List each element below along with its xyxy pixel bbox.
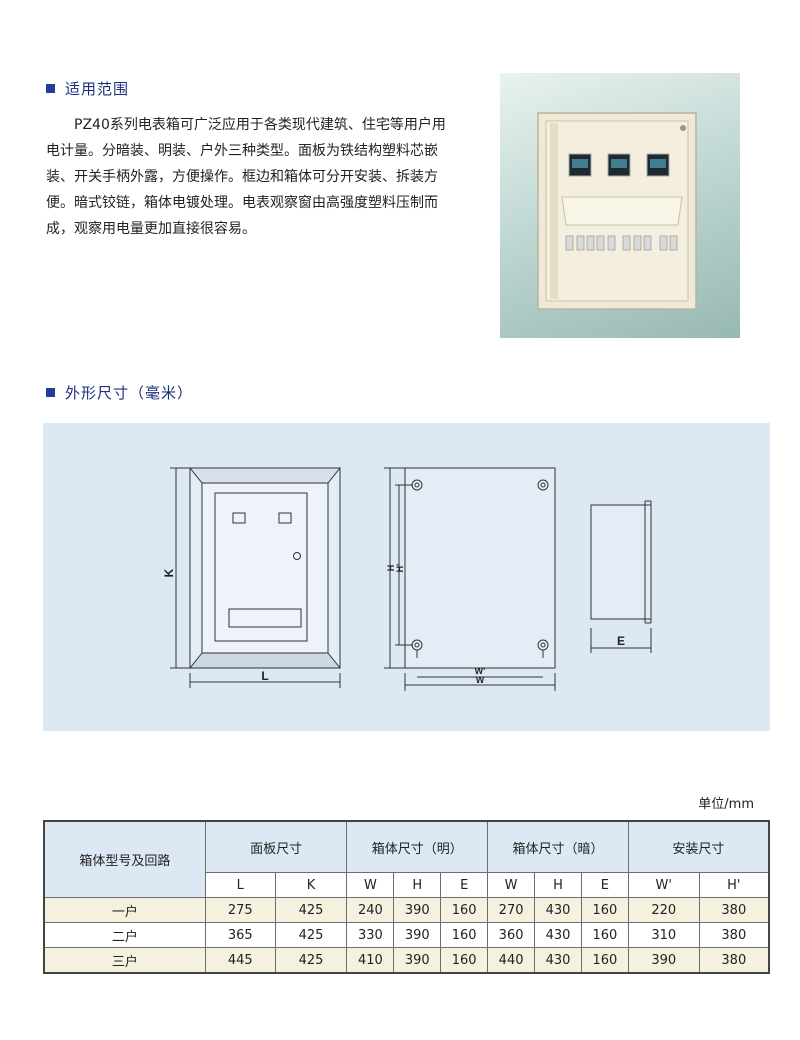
spec-table: 箱体型号及回路 面板尺寸 箱体尺寸（明） 箱体尺寸（暗） 安装尺寸 L K W … [43, 820, 770, 974]
header-model: 箱体型号及回路 [43, 820, 206, 898]
subheader-l: L [204, 872, 276, 898]
table-cell: 440 [487, 947, 536, 974]
table-cell: 160 [440, 897, 489, 923]
table-cell: 390 [393, 947, 442, 974]
table-cell: 310 [627, 922, 700, 948]
table-cell: 160 [580, 897, 629, 923]
bullet-square-icon [46, 388, 55, 397]
table-cell: 365 [204, 922, 276, 948]
label-h: H [386, 565, 396, 572]
section-title: 适用范围 [65, 80, 130, 98]
table-cell: 430 [534, 922, 582, 948]
table-cell: 390 [627, 947, 700, 974]
meter-box-illustration [537, 112, 697, 310]
subheader-h-flush: H [534, 872, 582, 898]
subheader-w-surface: W [346, 872, 395, 898]
dimension-drawings: K L H H' W' W E [162, 467, 652, 691]
header-surface-box-size: 箱体尺寸（明） [346, 820, 489, 873]
table-cell: 330 [346, 922, 395, 948]
subheader-w-prime: W' [627, 872, 700, 898]
subheader-e-surface: E [440, 872, 489, 898]
table-row: 一户 275 425 240 390 160 270 430 160 220 3… [43, 897, 770, 923]
header-panel-size: 面板尺寸 [204, 820, 348, 873]
table-cell: 360 [487, 922, 536, 948]
table-cell: 160 [440, 947, 489, 974]
table-cell: 380 [698, 897, 770, 923]
row-name: 二户 [43, 922, 206, 948]
table-cell: 410 [346, 947, 395, 974]
header-flush-box-size: 箱体尺寸（暗） [487, 820, 629, 873]
table-cell: 430 [534, 947, 582, 974]
section-heading-scope: 适用范围 [46, 78, 129, 99]
table-cell: 425 [274, 947, 348, 974]
table-cell: 240 [346, 897, 395, 923]
subheader-h-surface: H [393, 872, 442, 898]
row-name: 三户 [43, 947, 206, 974]
table-cell: 380 [698, 947, 770, 974]
subheader-w-flush: W [487, 872, 536, 898]
subheader-h-prime: H' [698, 872, 770, 898]
header-install-size: 安装尺寸 [627, 820, 770, 873]
table-cell: 160 [440, 922, 489, 948]
label-w: W [476, 675, 485, 685]
description-text: PZ40系列电表箱可广泛应用于各类现代建筑、住宅等用户用电计量。分暗装、明装、户… [46, 117, 446, 237]
table-cell: 160 [580, 947, 629, 974]
row-name: 一户 [43, 897, 206, 923]
label-w-prime: W' [475, 666, 486, 676]
description-block: PZ40系列电表箱可广泛应用于各类现代建筑、住宅等用户用电计量。分暗装、明装、户… [46, 112, 446, 242]
table-cell: 160 [580, 922, 629, 948]
section-heading-dimensions: 外形尺寸（毫米） [46, 382, 193, 403]
label-h-prime: H' [395, 564, 405, 573]
table-cell: 275 [204, 897, 276, 923]
dimension-diagram-panel: K L H H' W' W E [43, 423, 770, 731]
table-cell: 425 [274, 897, 348, 923]
table-cell: 430 [534, 897, 582, 923]
bullet-square-icon [46, 84, 55, 93]
table-cell: 270 [487, 897, 536, 923]
table-row: 三户 445 425 410 390 160 440 430 160 390 3… [43, 947, 770, 974]
table-cell: 445 [204, 947, 276, 974]
product-photo [500, 73, 740, 338]
unit-label: 单位/mm [698, 797, 754, 812]
table-cell: 390 [393, 922, 442, 948]
label-e: E [617, 634, 625, 648]
section-title: 外形尺寸（毫米） [65, 384, 194, 402]
table-cell: 390 [393, 897, 442, 923]
table-cell: 425 [274, 922, 348, 948]
subheader-k: K [274, 872, 348, 898]
label-l: L [261, 669, 268, 683]
table-cell: 380 [698, 922, 770, 948]
subheader-e-flush: E [580, 872, 629, 898]
label-k: K [162, 568, 176, 577]
table-row: 二户 365 425 330 390 160 360 430 160 310 3… [43, 922, 770, 948]
table-cell: 220 [627, 897, 700, 923]
